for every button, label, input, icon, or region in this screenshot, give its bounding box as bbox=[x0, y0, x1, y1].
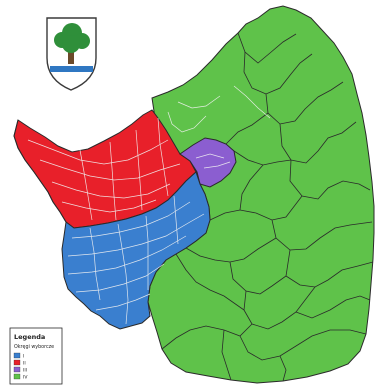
legend-swatch-purple bbox=[13, 366, 21, 373]
oak-tree-crest-icon bbox=[54, 23, 90, 64]
legend-label: II bbox=[23, 361, 26, 367]
legend-title: Legenda bbox=[14, 333, 45, 341]
map-legend: Legenda Okręgi wyborcze I II III IV bbox=[9, 327, 63, 385]
legend-swatch-blue bbox=[13, 352, 21, 359]
legend-subtitle: Okręgi wyborcze bbox=[14, 344, 54, 350]
district-purple bbox=[179, 137, 237, 188]
street-network bbox=[27, 85, 271, 325]
crest-water-band bbox=[50, 66, 93, 72]
legend-swatch-green bbox=[13, 373, 21, 380]
municipality-outer-boundary bbox=[13, 119, 67, 223]
legend-label: I bbox=[23, 354, 24, 360]
legend-label: III bbox=[23, 368, 27, 374]
green-subdivisions bbox=[161, 32, 374, 382]
legend-swatch-red bbox=[13, 359, 21, 366]
municipality-crest bbox=[46, 17, 97, 91]
legend-label: IV bbox=[23, 375, 28, 381]
